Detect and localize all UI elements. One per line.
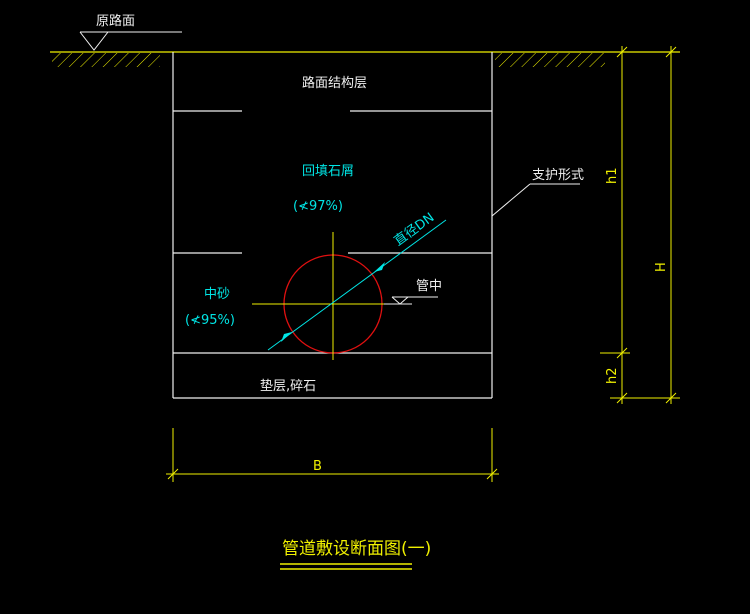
original-ground-label: 原路面	[96, 13, 135, 29]
h2-dimension-label: h2	[605, 367, 620, 384]
width-dimension-label: B	[313, 459, 322, 474]
pipe-centerlines	[252, 232, 412, 360]
sand-compaction-label: (≮95%)	[185, 313, 235, 328]
pavement-layer-label: 路面结构层	[302, 75, 367, 91]
support-type-leader	[491, 183, 580, 217]
total-height-dimension-label: H	[654, 262, 669, 272]
height-dimensions	[600, 46, 680, 404]
original-ground-marker	[79, 31, 182, 51]
pipe-center-marker	[384, 296, 438, 305]
width-dimension	[166, 428, 499, 482]
h1-dimension-label: h1	[605, 167, 620, 184]
ground-hatch-right	[495, 53, 605, 67]
ground-line	[50, 51, 680, 67]
pipe-center-label: 管中	[416, 279, 442, 294]
trench-outline	[172, 52, 493, 399]
drawing-title: 管道敷设断面图(一)	[282, 539, 431, 559]
title-underline	[280, 563, 412, 570]
ground-hatch-left	[52, 53, 160, 67]
medium-sand-label: 中砂	[204, 287, 230, 302]
diameter-leader	[267, 219, 447, 351]
cushion-label: 垫层,碎石	[260, 378, 316, 394]
backfill-compaction-label: (≮97%)	[293, 199, 343, 214]
backfill-label: 回填石屑	[302, 164, 354, 179]
support-type-label: 支护形式	[532, 168, 584, 183]
